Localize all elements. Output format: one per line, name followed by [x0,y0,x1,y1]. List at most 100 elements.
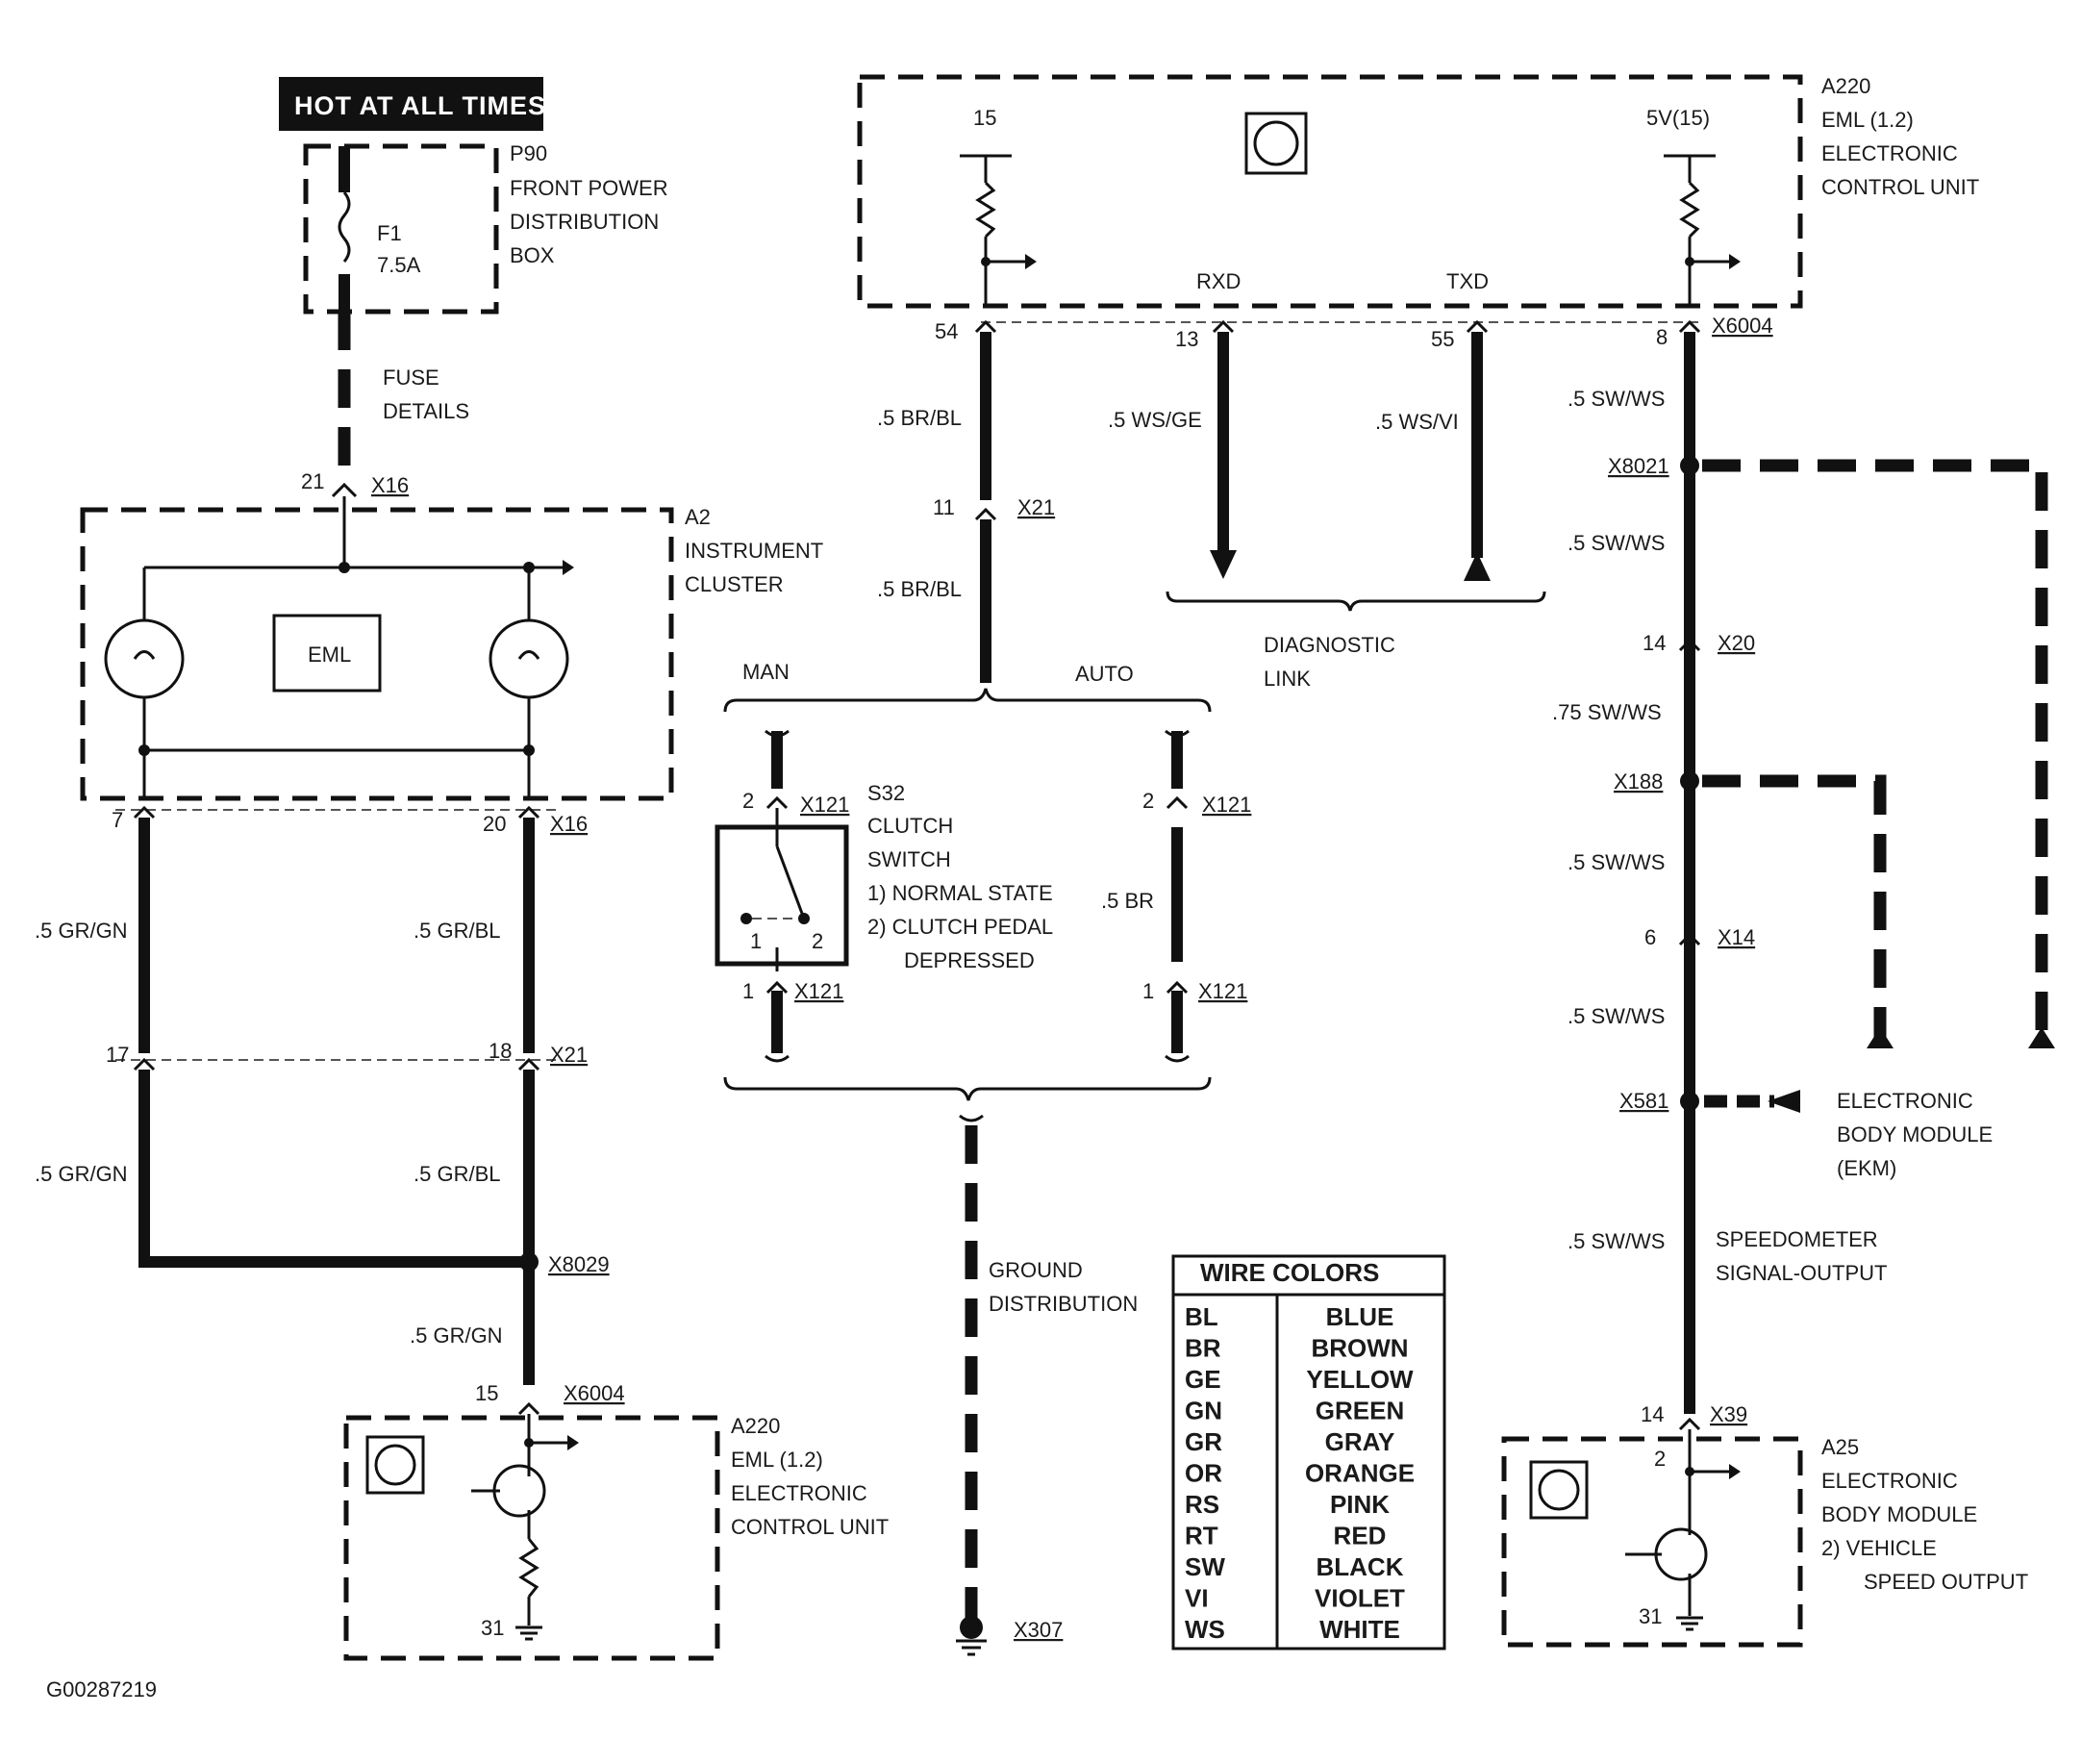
ground-icon [960,1616,983,1639]
a220-top-id-label: A220 [1821,74,1870,98]
s32-pos1-label: 1 [750,929,762,953]
p90-fuse-rating-label: 7.5A [377,253,421,277]
a25-line3-label: 2) VEHICLE [1821,1536,1937,1560]
a2-id-label: A2 [685,505,711,529]
ground-dist-connector-label: X307 [1014,1618,1063,1642]
pins-x6004b-label: X6004 [1712,314,1773,338]
hot-at-all-times-banner: HOT AT ALL TIMES [279,77,545,131]
resistor-icon [518,1538,539,1598]
legend-code: BL [1185,1302,1218,1331]
a220-top-rxd-label: RXD [1196,269,1241,293]
a220-top-txd-label: TXD [1446,269,1489,293]
figure-id-label: G00287219 [46,1677,157,1701]
ground-dist-line2-label: DISTRIBUTION [989,1292,1138,1316]
wires-sw-ws-1-label: .5 SW/WS [1568,387,1665,411]
a220-top-eml-control-unit: A220 EML (1.2) ELECTRONIC CONTROL UNIT 1… [857,74,1979,309]
pins-x121b-label: X121 [794,979,843,1003]
speedo-line1-label: SPEEDOMETER [1716,1227,1878,1251]
a2-instrument-cluster: A2 INSTRUMENT CLUSTER EML [80,496,823,801]
splice-x8029 [519,1252,539,1272]
a2-eml-label: EML [308,643,351,667]
legend-color-name: WHITE [1319,1615,1400,1644]
a25-line1-label: ELECTRONIC [1821,1469,1958,1493]
s32-line4-label: 2) CLUTCH PEDAL [867,915,1053,939]
pins-s1a-label: 1 [742,979,754,1003]
arrow-up-icon [1464,552,1491,581]
arrow-down-icon [1210,550,1237,579]
legend-code: GN [1185,1397,1222,1425]
p90-line3-label: BOX [510,243,555,267]
pins-p21-label: 21 [301,469,324,493]
legend-color-name: ORANGE [1305,1459,1415,1488]
pins-x8021-label: X8021 [1608,454,1669,478]
pins-p14a-label: 14 [1643,631,1666,655]
warning-lamp-icon [104,618,185,699]
s32-clutch-switch: 1 2 S32 CLUTCH SWITCH 1) NORMAL STATE 2)… [715,781,1053,972]
fuse-icon [338,191,351,263]
a220-bottom-ground-pin-label: 31 [481,1616,504,1640]
a220-top-pin15-label: 15 [973,106,996,130]
wires-gr-gn-1-label: .5 GR/GN [35,919,128,943]
pins-p20-label: 20 [483,812,506,836]
ground-dist-line1-label: GROUND [989,1258,1083,1282]
indicator-lamp-icon [489,618,569,699]
auto-label-label: AUTO [1075,662,1134,686]
pins-x16b-label: X16 [550,812,588,836]
fuse-details-line2-label: DETAILS [383,399,469,423]
diagnostic-link-brace [1166,591,1546,612]
pins-x14-label: X14 [1718,925,1755,949]
legend-code: GR [1185,1427,1222,1456]
pins-p11-label: 11 [933,495,955,519]
pins-x16a-label: X16 [371,473,409,497]
diagnostic-line1-label: DIAGNOSTIC [1264,633,1395,657]
a25-line2-label: BODY MODULE [1821,1502,1977,1526]
pins-x581-label: X581 [1619,1089,1668,1113]
pins-p7-label: 7 [112,808,123,832]
a25-electronic-body-module: A25 ELECTRONIC BODY MODULE 2) VEHICLE SP… [1501,1429,2028,1648]
s32-line5-label: DEPRESSED [904,948,1035,972]
transistor-icon [1654,1527,1708,1581]
s32-line2-label: SWITCH [867,847,951,871]
ekm-arrow-icon [1768,1090,1800,1113]
ekm-line1-label: ELECTRONIC [1837,1089,1973,1113]
x8021-branch-wire [1702,459,2048,1039]
ekm-line2-label: BODY MODULE [1837,1122,1993,1147]
p90-front-power-distribution-box: P90 FRONT POWER DISTRIBUTION BOX F1 7.5A [303,141,668,315]
splice-x188 [1680,771,1699,791]
legend-code: RS [1185,1490,1219,1519]
s32-line3-label: 1) NORMAL STATE [867,881,1053,905]
p90-fuse-id-label: F1 [377,221,402,245]
pins-s2a-label: 2 [742,789,754,813]
a25-ground-pin-label: 31 [1639,1604,1662,1628]
a2-line2-label: CLUSTER [685,572,784,596]
a220-bottom-line3-label: CONTROL UNIT [731,1515,889,1539]
fuse-details-line1-label: FUSE [383,365,439,390]
pins-x21a-label: X21 [550,1043,588,1067]
control-unit-icon [1529,1460,1589,1520]
wires-sw-ws-3-label: .75 SW/WS [1552,700,1662,724]
pins-p55-label: 55 [1431,327,1454,351]
wires-ws-vi-label: .5 WS/VI [1375,410,1459,434]
control-unit-icon [1244,112,1308,175]
p90-line1-label: FRONT POWER [510,176,668,200]
legend-code: SW [1185,1552,1225,1581]
a25-line4-label: SPEED OUTPUT [1864,1570,2028,1594]
wires-sw-ws-4-label: .5 SW/WS [1568,850,1665,874]
a220-top-line3-label: CONTROL UNIT [1821,175,1979,199]
pins-s2b-label: 2 [1142,789,1154,813]
wires-gr-gn-2-label: .5 GR/GN [35,1162,128,1186]
legend-code: BR [1185,1334,1221,1363]
p90-line2-label: DISTRIBUTION [510,210,659,234]
legend-code: RT [1185,1522,1218,1550]
legend-color-name: BROWN [1311,1334,1408,1363]
legend-color-name: GREEN [1316,1397,1404,1425]
a220-bottom-eml-control-unit: A220 EML (1.2) ELECTRONIC CONTROL UNIT 3… [343,1414,889,1661]
pins-s1b-label: 1 [1142,979,1154,1003]
legend-code: WS [1185,1615,1225,1644]
legend-color-name: GRAY [1325,1427,1395,1456]
eml-box [272,614,382,693]
splice-x8021 [1680,456,1699,475]
wires-sw-ws-5-label: .5 SW/WS [1568,1004,1665,1028]
